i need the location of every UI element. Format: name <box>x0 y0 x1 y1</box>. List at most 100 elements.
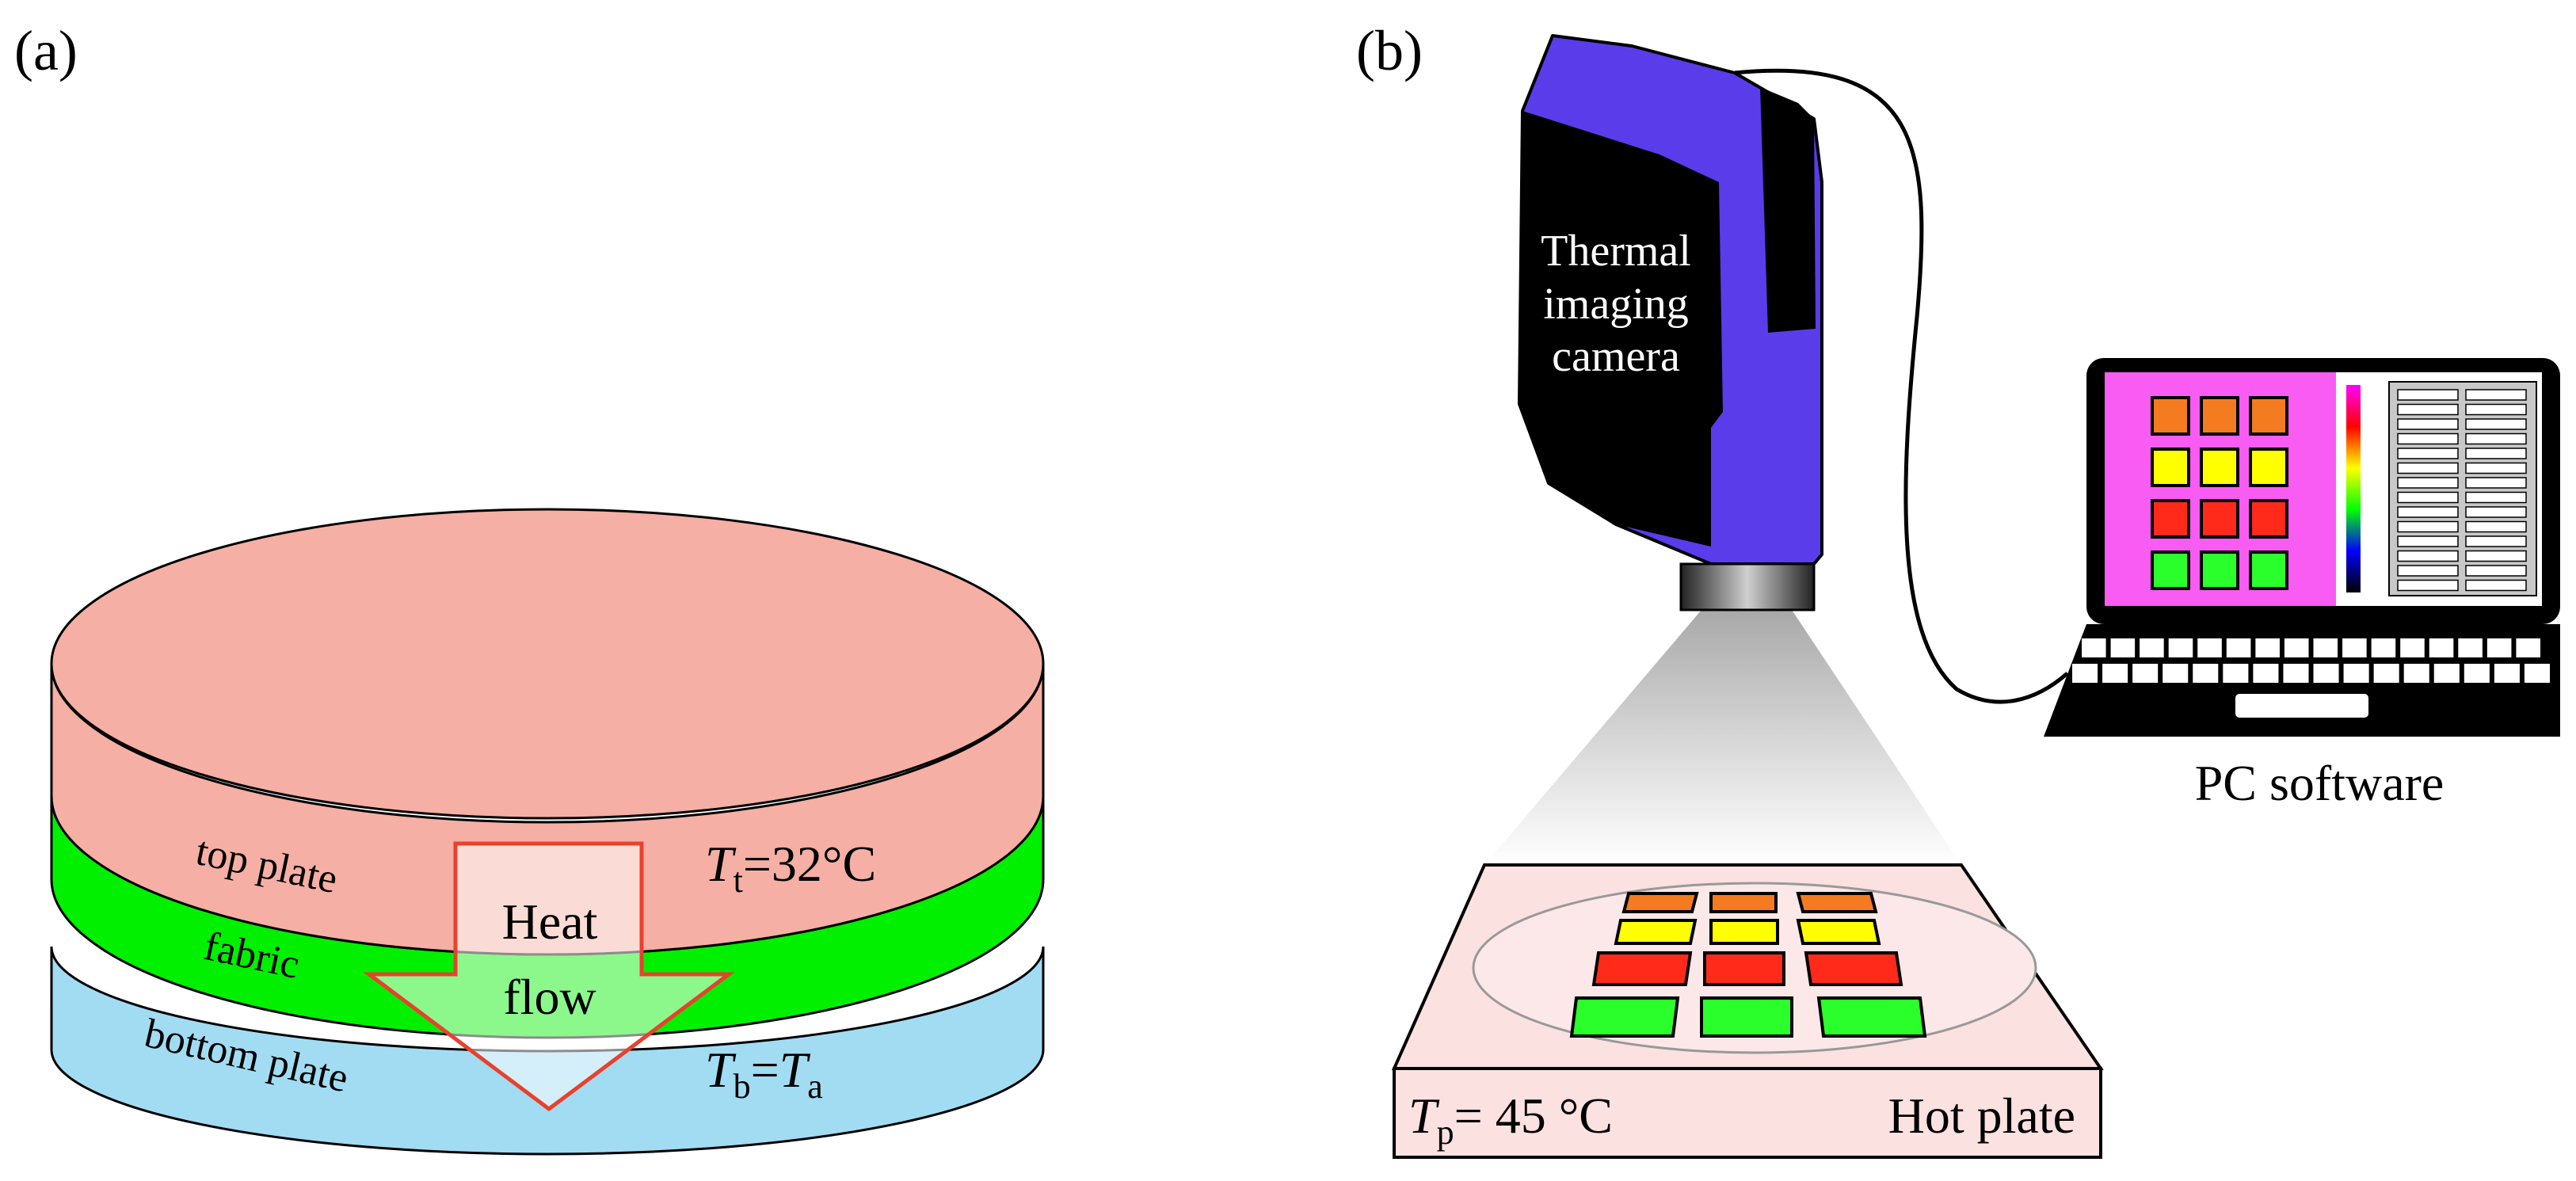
keyboard-key <box>2433 664 2460 683</box>
table-cell <box>2397 477 2459 489</box>
plate-sample <box>1700 996 1793 1038</box>
keyboard-key <box>2458 638 2483 657</box>
pc-software-label: PC software <box>2195 755 2445 811</box>
table-cell <box>2465 579 2527 592</box>
panel-a-label: (a) <box>14 19 78 82</box>
plate-sample <box>1816 996 1927 1038</box>
top-plate-side <box>50 663 1045 956</box>
screen-sample <box>2151 550 2190 590</box>
camera-beam <box>1484 610 1961 865</box>
heat-flow-arrow <box>363 841 735 1112</box>
keyboard-key <box>2403 664 2429 683</box>
keyboard-key <box>2168 638 2193 657</box>
plate-sample <box>1796 892 1878 913</box>
software-data-table <box>2397 389 2527 592</box>
camera-label-line2: imaging <box>1543 280 1689 329</box>
keyboard-key <box>2226 638 2251 657</box>
plate-sample <box>1591 951 1693 986</box>
keyboard-key <box>2313 664 2339 683</box>
keyboard-key <box>2163 664 2189 683</box>
table-cell <box>2397 462 2459 474</box>
table-cell <box>2465 506 2527 518</box>
keyboard-key <box>2082 638 2106 657</box>
table-cell <box>2465 462 2527 474</box>
screen-sample <box>2200 550 2239 590</box>
table-cell <box>2465 448 2527 459</box>
keyboard-key <box>2193 664 2219 683</box>
laptop <box>2044 358 2560 737</box>
screen-sample <box>2249 448 2288 487</box>
keyboard-key <box>2429 638 2454 657</box>
plate-sample <box>1703 951 1785 986</box>
thermal-camera <box>1518 34 1823 611</box>
keyboard-key <box>2343 664 2369 683</box>
heat-label: Heat <box>502 893 598 950</box>
table-cell <box>2397 550 2459 562</box>
table-cell <box>2465 520 2527 533</box>
table-cell <box>2465 432 2527 445</box>
keyboard-key <box>2313 638 2338 657</box>
keyboard-key <box>2102 664 2128 683</box>
table-cell <box>2397 403 2459 416</box>
table-cell <box>2465 403 2527 416</box>
keyboard-key <box>2197 638 2222 657</box>
table-cell <box>2465 535 2527 547</box>
keyboard-key <box>2284 638 2309 657</box>
table-cell <box>2397 565 2459 577</box>
screen-sample <box>2249 396 2288 436</box>
keyboard-key <box>2494 664 2520 683</box>
screen-sample <box>2200 499 2239 539</box>
camera-label-line1: Thermal <box>1541 227 1691 276</box>
plate-sample <box>1709 892 1778 913</box>
screen-sample <box>2200 448 2239 487</box>
table-cell <box>2397 506 2459 518</box>
table-cell <box>2397 491 2459 504</box>
table-cell <box>2397 520 2459 533</box>
keyboard-key <box>2486 638 2512 657</box>
table-cell <box>2465 389 2527 401</box>
table-cell <box>2465 550 2527 562</box>
color-scale-bar <box>2346 385 2361 592</box>
hot-plate-label: Hot plate <box>1888 1088 2075 1144</box>
top-plate-face <box>50 508 1045 820</box>
plate-sample <box>1614 919 1698 945</box>
bottom-plate-shape <box>50 946 1045 1156</box>
plate-sample <box>1804 951 1903 986</box>
keyboard-key <box>2223 664 2249 683</box>
plate-sample <box>1621 892 1699 913</box>
plate-sample <box>1796 919 1881 945</box>
keyboard-key <box>2400 638 2425 657</box>
keyboard-key <box>2132 664 2159 683</box>
screen-sample <box>2151 396 2190 436</box>
plate-temp-label: Tp= 45 °C <box>1408 1088 1613 1152</box>
table-cell <box>2465 418 2527 430</box>
table-cell <box>2397 448 2459 459</box>
camera-lens <box>1679 562 1816 611</box>
table-cell <box>2465 565 2527 577</box>
keyboard-key <box>2342 638 2367 657</box>
bottom-temp-label: Tb=Ta <box>705 1042 823 1106</box>
screen-sample <box>2249 499 2288 539</box>
keyboard-key <box>2283 664 2309 683</box>
keyboard-key <box>2110 638 2136 657</box>
hot-plate <box>1391 863 2104 1159</box>
camera-label-line3: camera <box>1552 332 1680 381</box>
table-cell <box>2397 432 2459 445</box>
flow-label: flow <box>503 969 596 1025</box>
keyboard-key <box>2140 638 2164 657</box>
table-cell <box>2465 477 2527 489</box>
table-cell <box>2397 418 2459 430</box>
plate-sample <box>1709 919 1779 945</box>
table-cell <box>2397 535 2459 547</box>
table-cell <box>2465 491 2527 504</box>
table-cell <box>2397 389 2459 401</box>
screen-sample <box>2151 448 2190 487</box>
panel-b: (b) Thermal imaging camera <box>1356 19 2560 1159</box>
keyboard-key <box>2516 638 2540 657</box>
screen-sample <box>2200 396 2239 436</box>
plate-sample-grid <box>1569 892 1927 1038</box>
keyboard-key <box>2371 638 2396 657</box>
laptop-keyboard <box>2072 638 2550 683</box>
panel-a: (a) top plate fabric bottom plate Heat f… <box>14 19 1045 1156</box>
